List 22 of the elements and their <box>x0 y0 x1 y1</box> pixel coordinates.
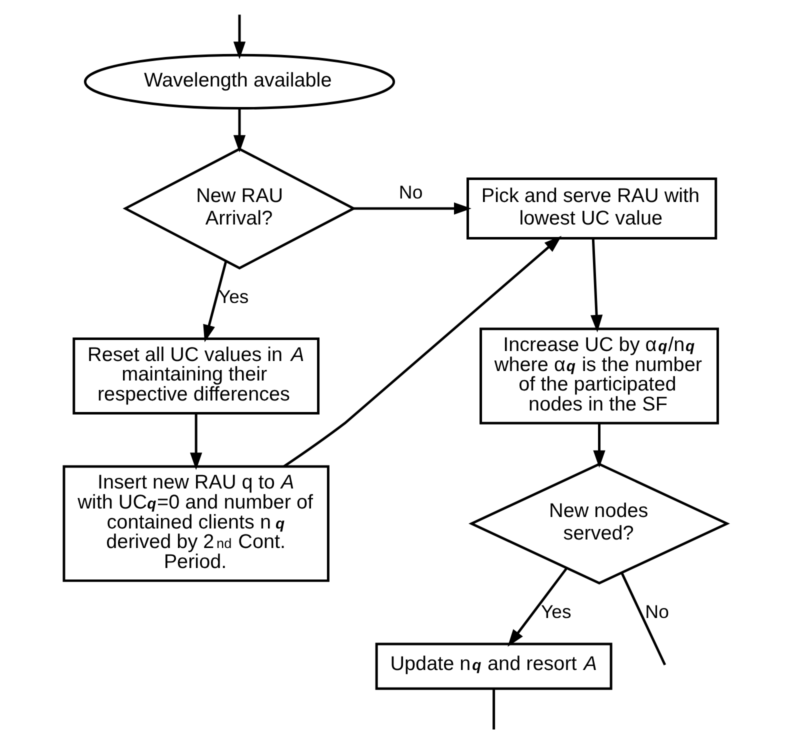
arrow <box>507 567 568 647</box>
edge-label: No <box>644 600 668 622</box>
arrow <box>190 413 202 470</box>
arrow <box>232 14 246 60</box>
arrow <box>592 423 605 468</box>
node-diamond: New RAU Arrival? <box>122 148 356 270</box>
node-box: Reset all UC values in A maintaining their respective differences <box>72 338 320 414</box>
node-box: Update nq and resort A <box>374 642 612 690</box>
connector <box>620 572 666 666</box>
arrow <box>232 108 246 152</box>
arrow <box>282 236 562 468</box>
arrow <box>202 260 227 342</box>
node-box: Increase UC by αq/nq where αq is the number of the participated nodes in the SF <box>479 328 718 424</box>
node-box: Pick and serve RAU with lowest UC value <box>466 178 717 240</box>
node-ellipse: Wavelength available <box>83 54 395 110</box>
connector <box>492 688 495 730</box>
edge-label: Yes <box>540 600 571 622</box>
edge-label: No <box>398 182 422 203</box>
arrow <box>590 238 602 332</box>
node-diamond: New nodes served? <box>468 462 730 585</box>
edge-label: Yes <box>218 286 248 307</box>
arrow <box>353 202 471 215</box>
